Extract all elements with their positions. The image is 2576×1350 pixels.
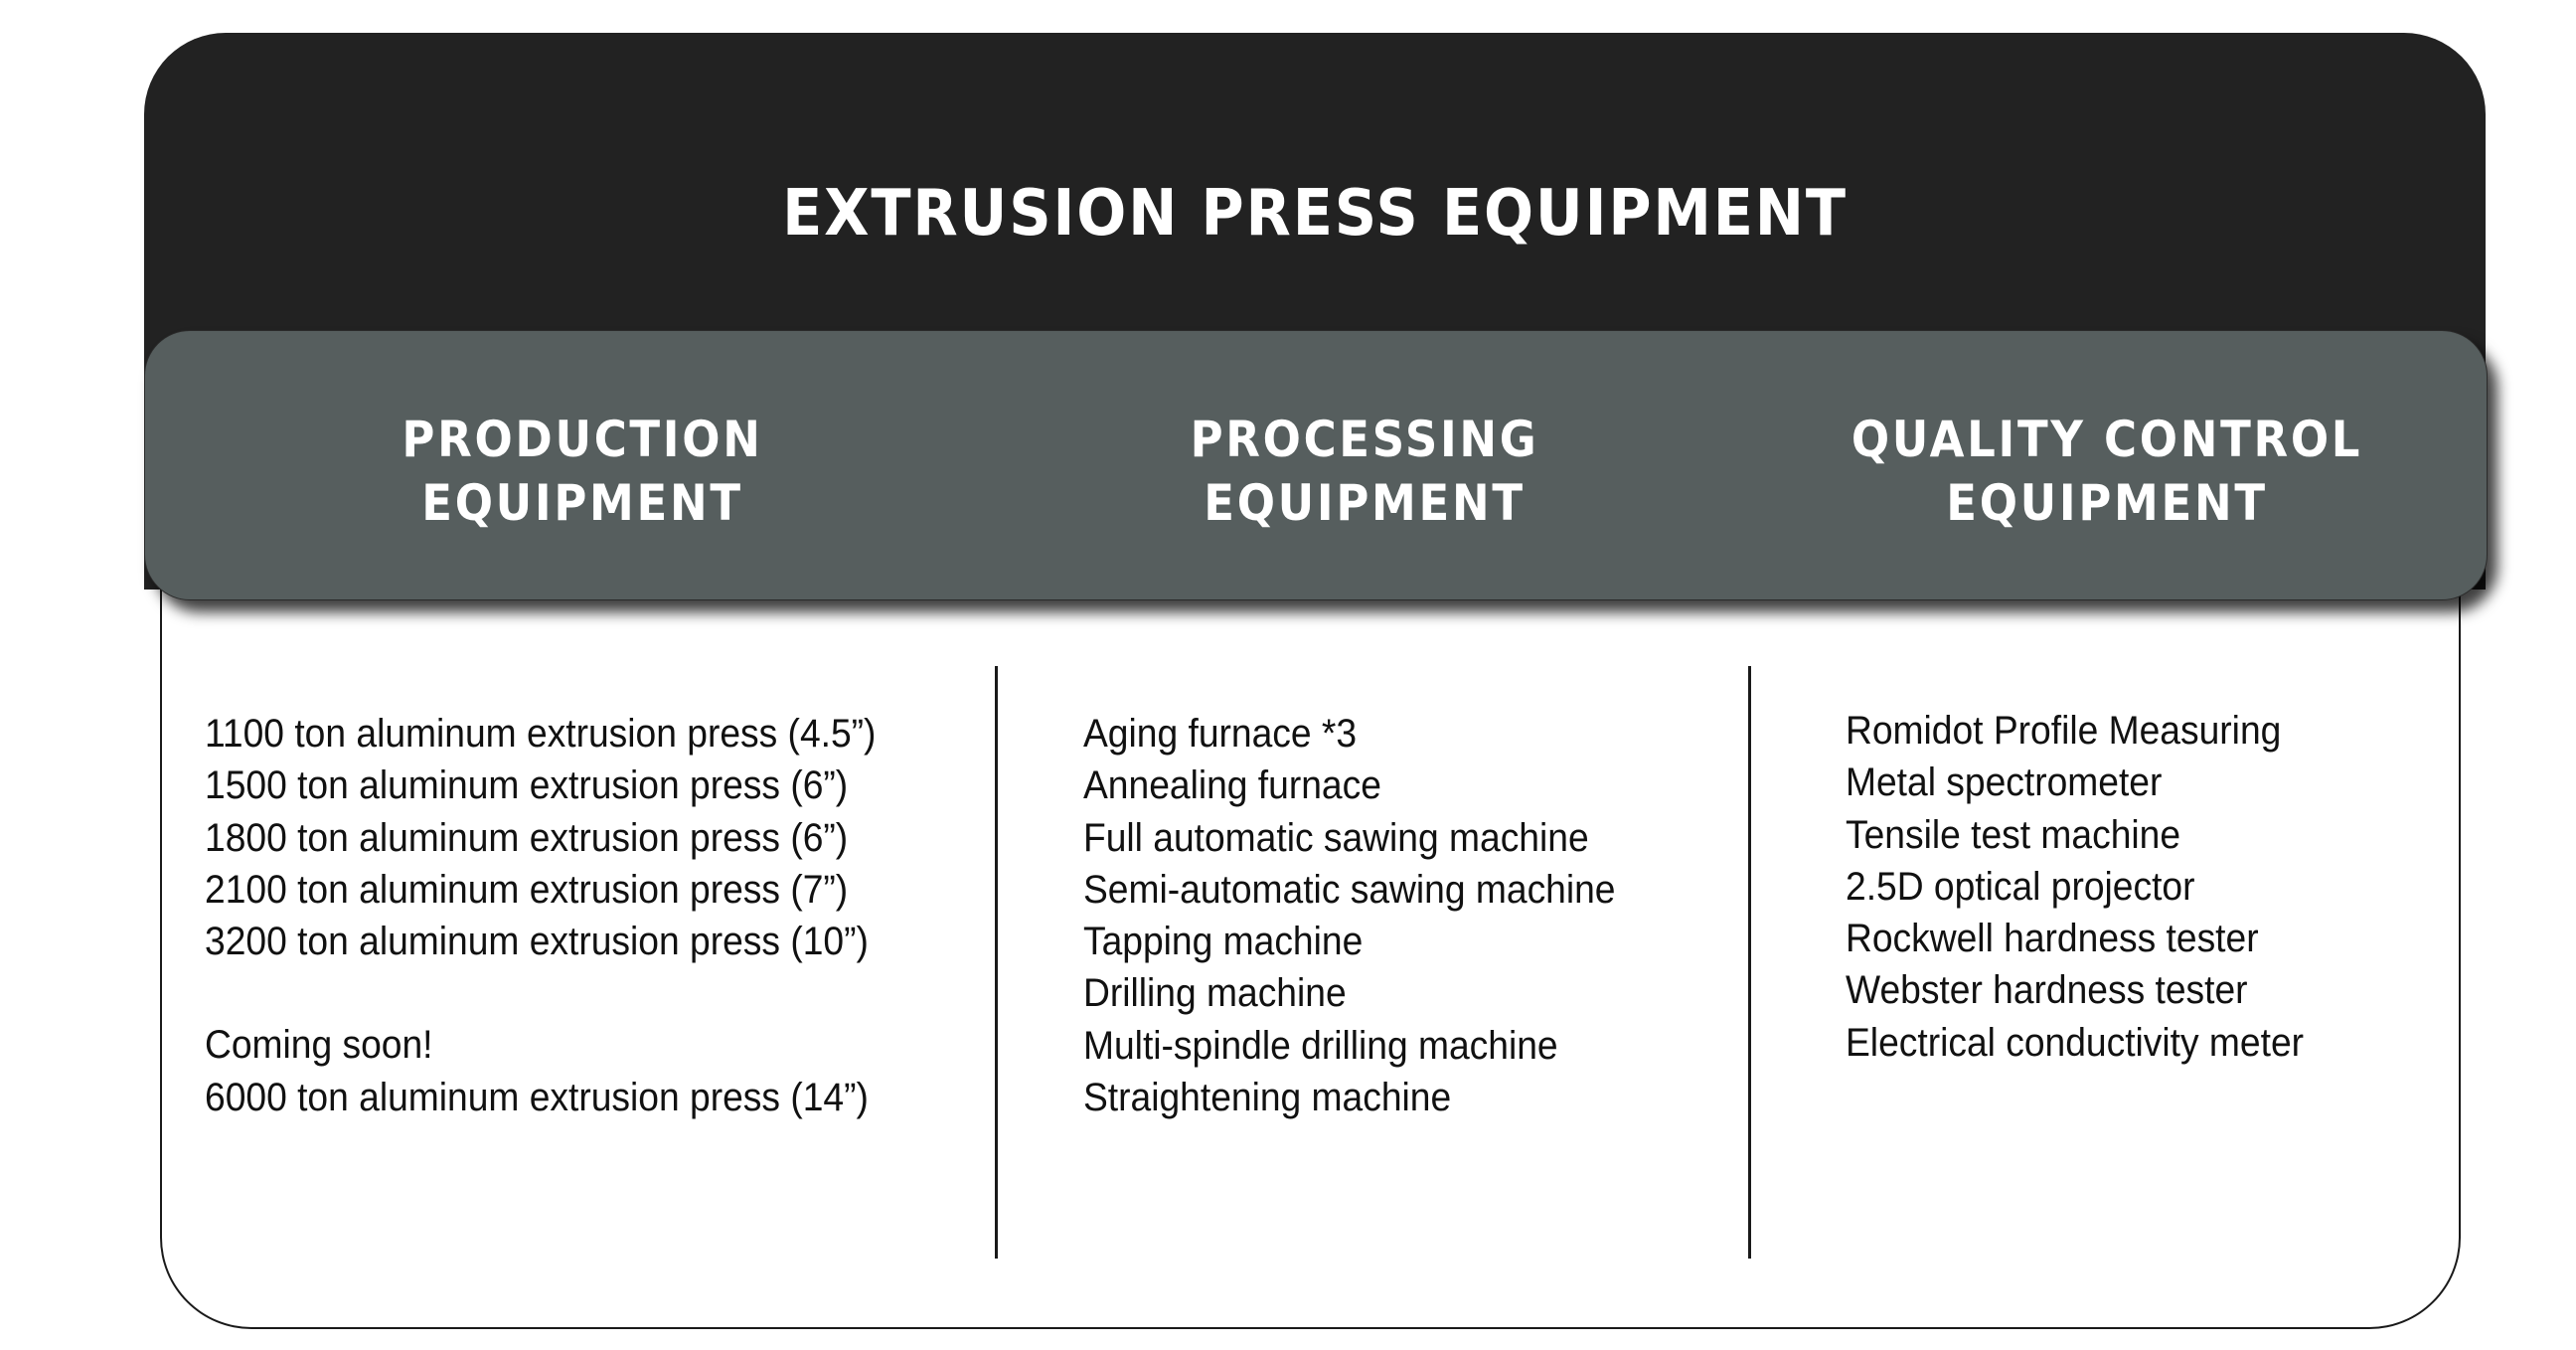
list-item: Aging furnace *3 [1083, 712, 1358, 756]
list-item: Romidot Profile Measuring [1846, 709, 2282, 753]
list-item: Multi-spindle drilling machine [1083, 1023, 1558, 1068]
list-item: Rockwell hardness tester [1846, 917, 2259, 961]
processing-equipment-list: Aging furnace *3 Annealing furnace Full … [1083, 708, 1656, 1123]
list-item: Webster hardness tester [1846, 968, 2248, 1013]
list-item: Electrical conductivity meter [1846, 1020, 2305, 1065]
coming-soon-note: Coming soon! [205, 1023, 433, 1068]
list-item: 1500 ton aluminum extrusion press (6”) [205, 763, 849, 808]
list-item: Metal spectrometer [1846, 760, 2163, 805]
heading-processing-line2: EQUIPMENT [1204, 474, 1526, 532]
spacer [205, 967, 876, 1019]
production-equipment-list: 1100 ton aluminum extrusion press (4.5”)… [205, 708, 926, 1123]
list-item: 3200 ton aluminum extrusion press (10”) [205, 920, 869, 964]
column-headings-bar [144, 330, 2488, 600]
list-item: Tensile test machine [1846, 812, 2181, 857]
list-item: 1100 ton aluminum extrusion press (4.5”) [205, 712, 877, 756]
heading-quality-control: QUALITY CONTROL EQUIPMENT [1759, 408, 2455, 535]
heading-processing: PROCESSING EQUIPMENT [1017, 408, 1712, 535]
equipment-list-container [160, 477, 2461, 1329]
quality-control-equipment-list: Romidot Profile Measuring Metal spectrom… [1846, 705, 2338, 1069]
heading-quality-control-line2: EQUIPMENT [1946, 474, 2268, 532]
list-item: Drilling machine [1083, 971, 1347, 1016]
list-item: 1800 ton aluminum extrusion press (6”) [205, 815, 849, 860]
page-title: EXTRUSION PRESS EQUIPMENT [238, 33, 2392, 331]
list-item: Straightening machine [1083, 1076, 1452, 1120]
list-item: Annealing furnace [1083, 763, 1381, 808]
heading-processing-line1: PROCESSING [1190, 411, 1539, 468]
list-item: Semi-automatic sawing machine [1083, 867, 1616, 912]
heading-production: PRODUCTION EQUIPMENT [235, 408, 930, 535]
column-divider [995, 666, 998, 1259]
list-item: 2.5D optical projector [1846, 864, 2195, 909]
title-text: EXTRUSION PRESS EQUIPMENT [782, 177, 1848, 251]
list-item: 6000 ton aluminum extrusion press (14”) [205, 1075, 869, 1119]
list-item: 2100 ton aluminum extrusion press (7”) [205, 867, 849, 912]
heading-production-line2: EQUIPMENT [421, 474, 743, 532]
list-item: Tapping machine [1083, 920, 1364, 964]
list-item: Full automatic sawing machine [1083, 815, 1589, 860]
heading-production-line1: PRODUCTION [402, 411, 763, 468]
column-divider [1748, 666, 1751, 1259]
heading-quality-control-line1: QUALITY CONTROL [1851, 411, 2363, 468]
